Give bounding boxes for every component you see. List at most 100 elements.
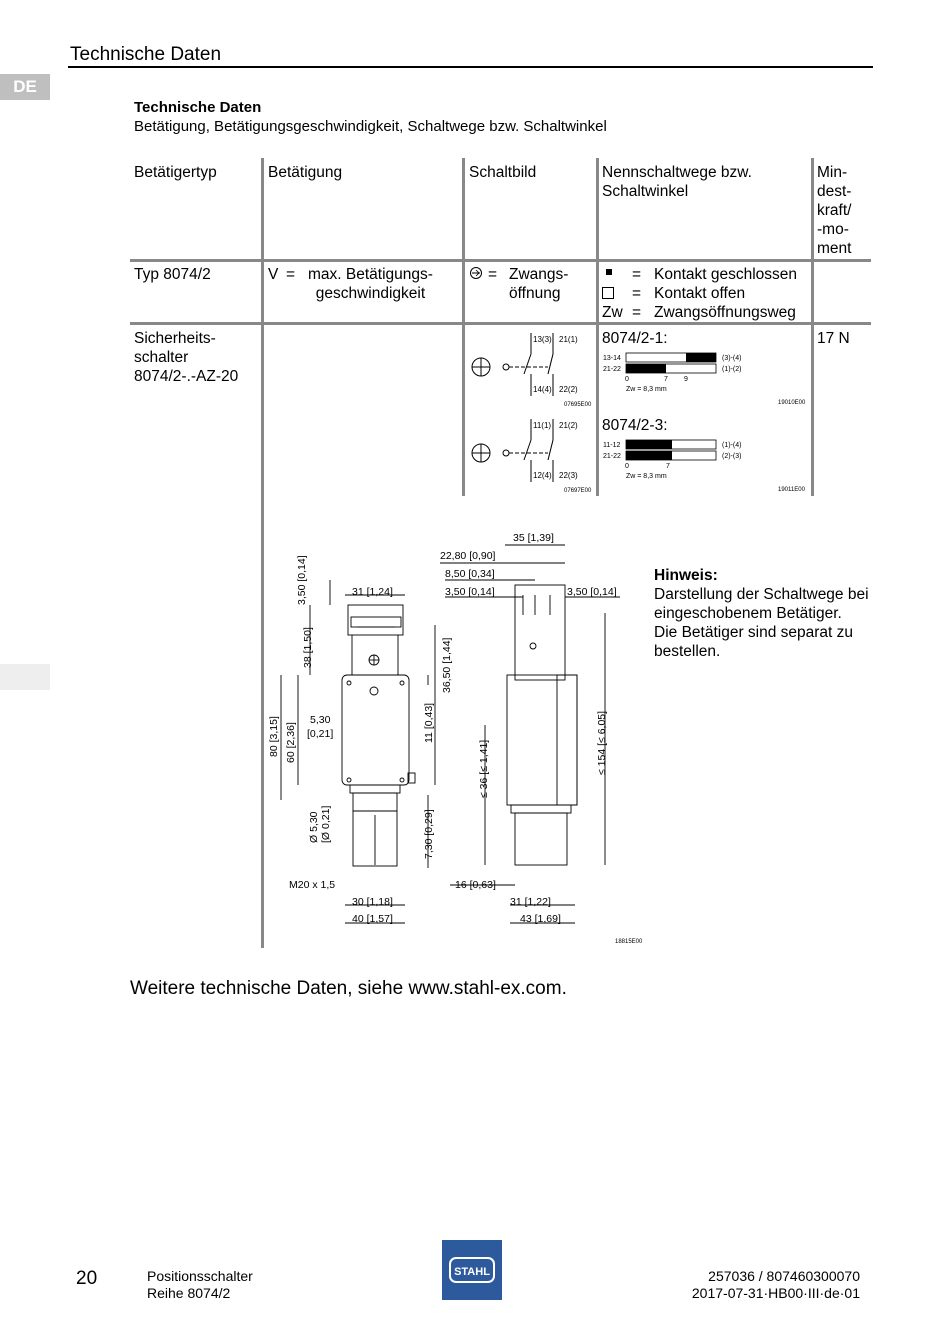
row-divider-2 <box>130 322 871 325</box>
dim-22: 30 [1,18] <box>352 896 393 908</box>
s2-t1: 11(1) <box>533 421 551 430</box>
t1-tick2: 9 <box>684 376 688 383</box>
stahl-logo: STAHL <box>442 1240 502 1300</box>
t1-code: 19010E00 <box>778 400 806 406</box>
s2-code: 07697E00 <box>564 488 592 494</box>
dim-11: [0,21] <box>307 728 333 740</box>
s2-t2: 21(2) <box>559 421 578 430</box>
more-info: Weitere technische Daten, siehe www.stah… <box>130 978 567 999</box>
t2-r1: 11-12 <box>603 442 620 449</box>
row-divider-1 <box>130 259 871 262</box>
header-actuation: Betätigung <box>268 164 343 181</box>
dim-17: Ø 5,30 <box>308 811 320 843</box>
legend-z-eq: = <box>488 266 498 283</box>
col-divider-4 <box>811 158 814 496</box>
footer-left: Positionsschalter Reihe 8074/2 <box>147 1268 253 1302</box>
s1-b1: 14(4) <box>533 385 552 394</box>
legend-closed-text: Kontakt geschlossen <box>654 266 798 283</box>
legend-z-text: Zwangs- öffnung <box>509 266 569 302</box>
t1-tick0: 0 <box>625 376 629 383</box>
t1-r2: 21-22 <box>603 366 621 373</box>
legend-zw-eq: = <box>632 304 642 321</box>
s1-code: 07695E00 <box>564 402 592 408</box>
note-title: Hinweis: <box>654 567 718 584</box>
t2-s1: (1)-(4) <box>722 442 741 449</box>
t2-zw: Zw = 8,3 mm <box>626 473 667 480</box>
dim-14: 60 [2,36] <box>285 722 297 763</box>
footer-right: 257036 / 807460300070 2017-07-31·HB00·II… <box>692 1268 860 1302</box>
header-rule <box>68 66 873 68</box>
footer-series: Reihe 8074/2 <box>147 1285 231 1301</box>
dim-1: 35 [1,39] <box>513 532 554 544</box>
s1-b2: 22(2) <box>559 385 578 394</box>
dim-8: 38 [1,50] <box>302 627 314 668</box>
dim-6: 31 [1,24] <box>352 586 393 598</box>
t2-s2: (2)-(3) <box>722 453 741 460</box>
contact-open-icon <box>602 287 614 299</box>
legend-v-key: V <box>268 266 279 283</box>
legend-v-text: max. Betätigungs- geschwindigkeit <box>308 266 433 302</box>
dim-24: 31 [1,22] <box>510 896 551 908</box>
t1-s1: (3)-(4) <box>722 355 741 362</box>
note-text: Darstellung der Schaltwege bei eingescho… <box>654 586 869 660</box>
legend-v-eq: = <box>286 266 296 283</box>
dim-23: 40 [1,57] <box>352 913 393 925</box>
dimension-drawing: 35 [1,39] 22,80 [0,90] 8,50 [0,34] 3,50 … <box>268 532 643 945</box>
legend-open-eq: = <box>632 285 642 302</box>
header-title: Technische Daten <box>70 44 222 65</box>
dim-21: 16 [0,63] <box>455 879 496 891</box>
dim-9: 36,50 [1,44] <box>441 637 453 693</box>
s1-t1: 13(3) <box>533 335 552 344</box>
language-tab: DE <box>0 74 50 100</box>
dim-3: 8,50 [0,34] <box>445 568 495 580</box>
s1-t2: 21(1) <box>559 335 578 344</box>
legend-type: Typ 8074/2 <box>134 266 211 283</box>
section-subtitle: Betätigung, Betätigungsgeschwindigkeit, … <box>134 118 607 135</box>
header-actuator-type: Betätigertyp <box>134 164 217 181</box>
language-tab-faded <box>0 664 50 690</box>
travel-diagram-1: 13-14 21-22 (3)-(4) (1)-(2) 0 7 9 Zw = 8… <box>603 352 806 406</box>
dim-code: 18815E00 <box>615 939 643 945</box>
t2-r2: 21-22 <box>603 453 621 460</box>
s2-b1: 12(4) <box>533 471 552 480</box>
dim-25: 43 [1,69] <box>520 913 561 925</box>
positive-opening-icon <box>470 267 482 279</box>
t1-r1: 13-14 <box>603 355 621 362</box>
row-type: Sicherheits- schalter 8074/2-.-AZ-20 <box>134 330 239 385</box>
dim-15: ≤ 36 [≤ 1,41] <box>478 740 490 798</box>
page-number: 20 <box>76 1268 98 1289</box>
t1-s2: (1)-(2) <box>722 366 741 373</box>
logo-text: STAHL <box>454 1266 490 1278</box>
dim-10: 5,30 <box>310 714 331 726</box>
header-schematic: Schaltbild <box>469 164 537 181</box>
dim-5: 3,50 [0,14] <box>567 586 617 598</box>
footer-product: Positionsschalter <box>147 1268 253 1284</box>
schematic-2: 11(1) 21(2) 12(4) 22(3) 07697E00 <box>471 419 592 494</box>
t1-tick1: 7 <box>664 376 668 383</box>
dim-2: 22,80 [0,90] <box>440 550 496 562</box>
schematic-1: 13(3) 21(1) 14(4) 22(2) 07695E00 <box>471 333 592 408</box>
header-travel: Nennschaltwege bzw. Schaltwinkel <box>602 164 752 200</box>
legend-open-text: Kontakt offen <box>654 285 746 302</box>
note-box: Hinweis: Darstellung der Schaltwege bei … <box>654 566 869 661</box>
t1-zw: Zw = 8,3 mm <box>626 386 667 393</box>
section-title: Technische Daten <box>134 99 262 116</box>
dim-4: 3,50 [0,14] <box>445 586 495 598</box>
legend-zw-key: Zw <box>602 304 623 321</box>
dim-16: ≤ 154 [≤ 6,05] <box>596 711 608 775</box>
t2-tick0: 0 <box>625 463 629 470</box>
contact-closed-icon <box>606 269 612 275</box>
variant-1-label: 8074/2-1: <box>602 330 668 347</box>
col-divider-1 <box>261 158 264 948</box>
s2-b2: 22(3) <box>559 471 578 480</box>
variant-2-label: 8074/2-3: <box>602 417 668 434</box>
col-divider-2 <box>462 158 465 496</box>
dim-18: [Ø 0,21] <box>320 806 332 843</box>
legend-closed-eq: = <box>632 266 642 283</box>
dim-12: 11 [0,43] <box>423 703 435 743</box>
col-divider-3 <box>596 158 599 496</box>
dim-13: 80 [3,15] <box>268 716 280 757</box>
legend-zw-text: Zwangsöffnungsweg <box>654 304 796 321</box>
footer-docnr: 257036 / 807460300070 <box>708 1268 860 1284</box>
travel-diagram-2: 11-12 21-22 (1)-(4) (2)-(3) 0 7 Zw = 8,3… <box>603 439 806 493</box>
